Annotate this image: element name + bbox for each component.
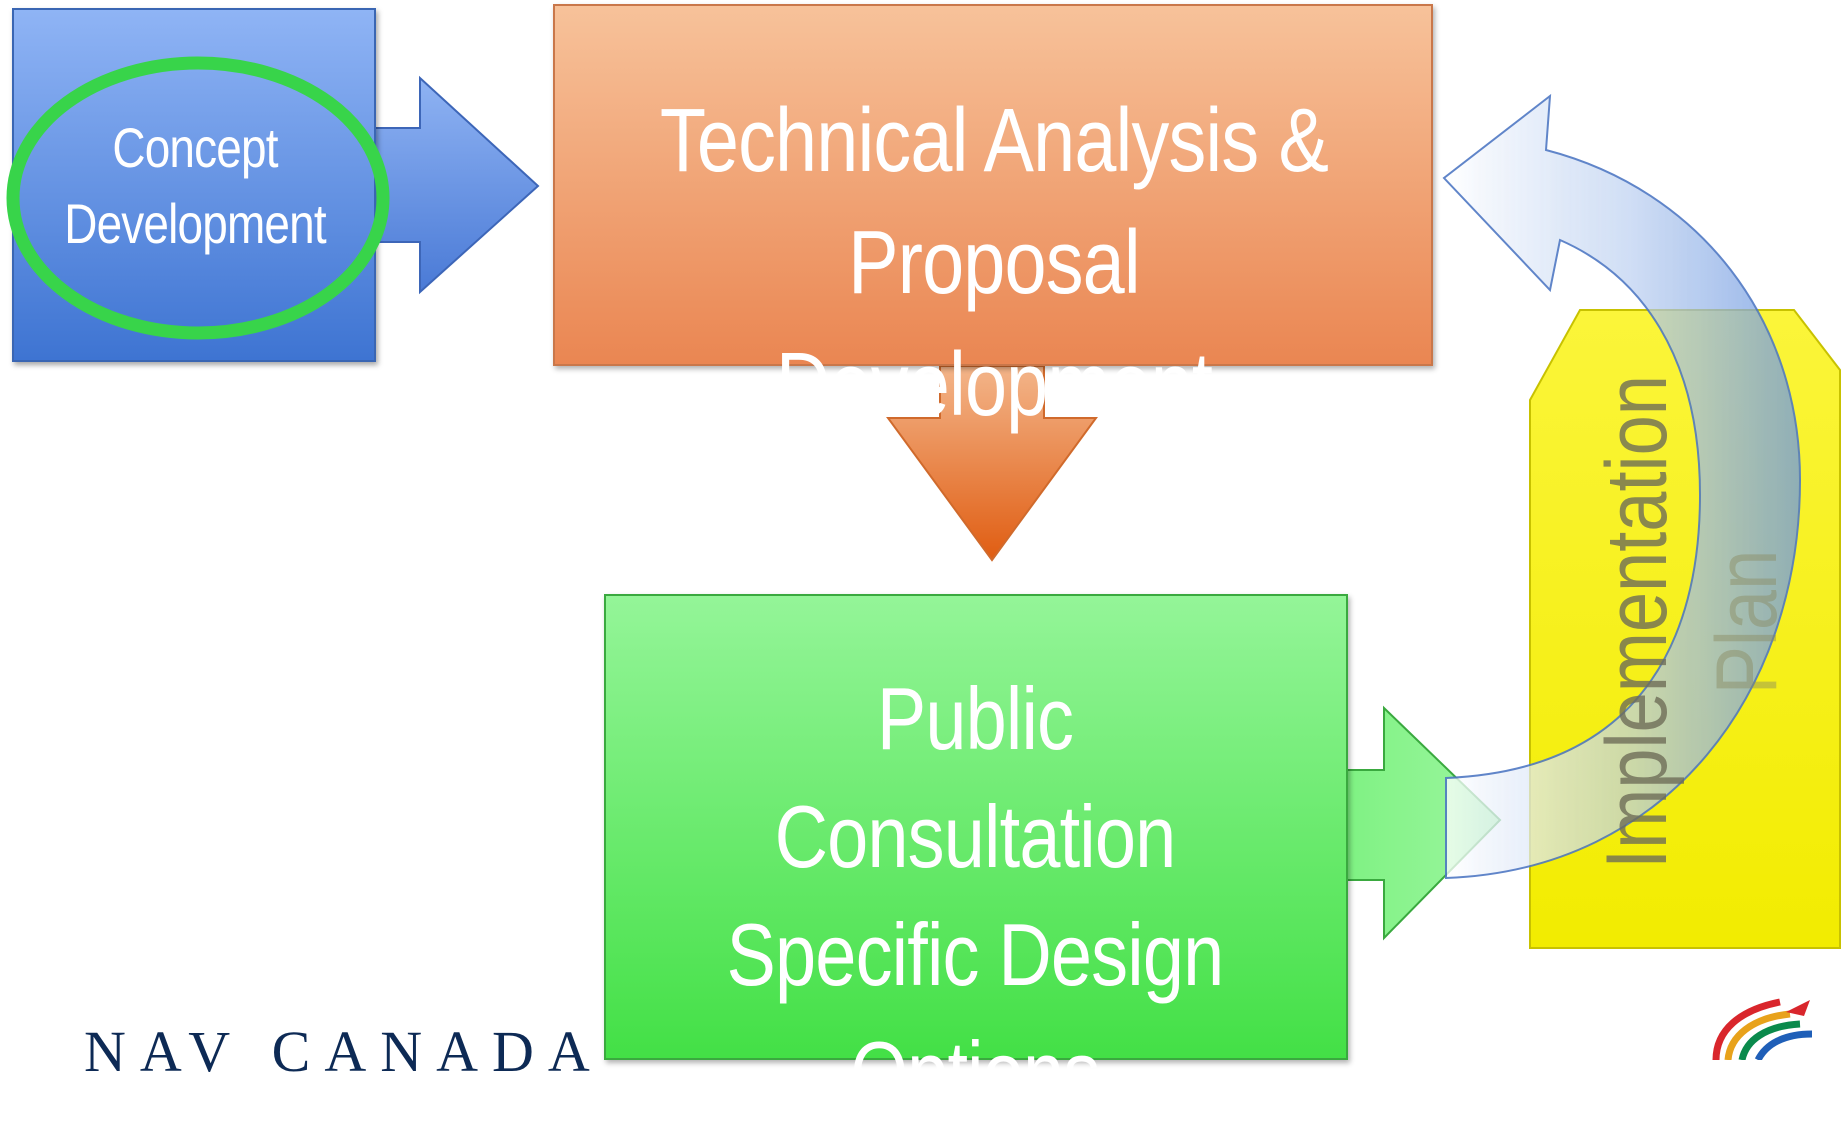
- technical-analysis-label: Technical Analysis & Proposal Developmen…: [629, 80, 1358, 446]
- highlight-ring: [6, 56, 390, 340]
- implementation-label: Implementation: [1588, 375, 1684, 869]
- public-line-1: Public Consultation: [774, 669, 1177, 886]
- plan-label: Plan: [1698, 550, 1794, 695]
- right-arrow: [1345, 705, 1502, 941]
- concept-development-label: Concept Development: [60, 110, 331, 262]
- public-consultation-label: Public Consultation Specific Design Opti…: [668, 660, 1281, 1132]
- concept-line-2: Development: [64, 192, 326, 255]
- concept-line-1: Concept: [112, 116, 278, 179]
- technical-line-2: Proposal Development: [775, 213, 1213, 435]
- process-diagram: Implementation Plan: [371, 75, 1841, 1060]
- technical-line-1: Technical Analysis &: [659, 91, 1329, 191]
- down-arrow: [886, 365, 1098, 562]
- public-line-2: Specific Design: [726, 905, 1225, 1004]
- public-consultation-box: [604, 594, 1348, 1060]
- curved-return-arrow: [1442, 93, 1802, 880]
- public-line-3: Options: [850, 1023, 1101, 1122]
- swoosh-logo-icon: [1712, 998, 1813, 1060]
- nav-canada-logo: NAV CANADA: [84, 1019, 604, 1084]
- technical-analysis-box: [553, 4, 1433, 366]
